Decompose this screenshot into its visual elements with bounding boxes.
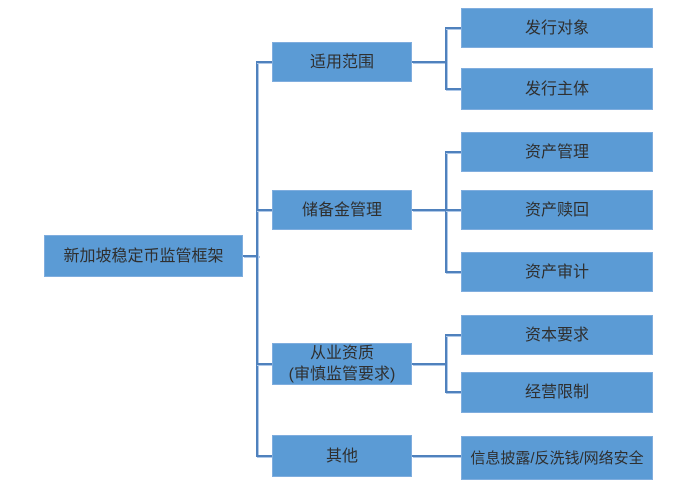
branch-node-label: 其他 xyxy=(325,447,358,465)
leaf-node-label: 资产赎回 xyxy=(524,201,589,219)
connector-leaf3-stub xyxy=(445,151,461,153)
connector-main-spine xyxy=(256,61,258,457)
connector-branch1-mini-spine xyxy=(445,27,447,90)
leaf-node-label: 发行对象 xyxy=(524,19,589,37)
branch-node-label: 适用范围 xyxy=(309,53,374,71)
leaf-node-label: 资本要求 xyxy=(524,326,589,344)
leaf-node-capital-requirements: 资本要求 xyxy=(461,315,653,355)
connector-root-stub xyxy=(243,255,259,257)
leaf-node-label: 发行主体 xyxy=(524,80,589,98)
connector-leaf1-stub xyxy=(445,27,461,29)
branch-node-scope: 适用范围 xyxy=(272,42,412,82)
leaf-node-disclosure-aml-security: 信息披露/反洗钱/网络安全 xyxy=(461,436,653,480)
branch-node-reserve-management: 储备金管理 xyxy=(272,190,412,230)
leaf-node-business-restrictions: 经营限制 xyxy=(461,372,653,413)
root-node-regulatory-framework: 新加坡稳定币监管框架 xyxy=(44,235,243,277)
connector-branch4-left-stub xyxy=(256,455,273,457)
branch-node-label: 从业资质 xyxy=(309,345,374,362)
branch-node-sublabel: (审慎监管要求) xyxy=(288,366,396,383)
branch-node-label: 储备金管理 xyxy=(301,201,382,219)
connector-leaf6-stub xyxy=(445,334,461,336)
leaf-node-asset-management: 资产管理 xyxy=(461,132,653,172)
connector-branch2-right-stub xyxy=(412,209,447,211)
branch-node-qualifications: 从业资质 (审慎监管要求) xyxy=(272,343,412,385)
branch-node-others: 其他 xyxy=(272,435,412,477)
connector-branch3-mini-spine xyxy=(445,334,447,393)
connector-leaf2-stub xyxy=(445,88,461,90)
leaf-node-asset-audit: 资产审计 xyxy=(461,252,653,292)
connector-branch3-left-stub xyxy=(256,363,273,365)
leaf-node-asset-redemption: 资产赎回 xyxy=(461,190,653,230)
leaf-node-label: 资产审计 xyxy=(524,263,589,281)
leaf-node-label: 资产管理 xyxy=(524,143,589,161)
leaf-node-issuing-entities: 发行主体 xyxy=(461,68,653,110)
connector-leaf5-stub xyxy=(445,271,461,273)
connector-branch1-right-stub xyxy=(412,61,447,63)
connector-branch2-left-stub xyxy=(256,209,273,211)
root-node-label: 新加坡稳定币监管框架 xyxy=(63,247,224,265)
connector-branch4-right-stub xyxy=(412,455,461,457)
leaf-node-label: 信息披露/反洗钱/网络安全 xyxy=(470,449,644,467)
connector-branch3-right-stub xyxy=(412,363,447,365)
leaf-node-label: 经营限制 xyxy=(524,384,589,401)
leaf-node-issuance-targets: 发行对象 xyxy=(461,8,653,48)
connector-leaf7-stub xyxy=(445,391,461,393)
connector-leaf4-stub xyxy=(445,209,461,211)
connector-branch1-left-stub xyxy=(256,61,273,63)
connector-branch2-mini-spine xyxy=(445,151,447,273)
